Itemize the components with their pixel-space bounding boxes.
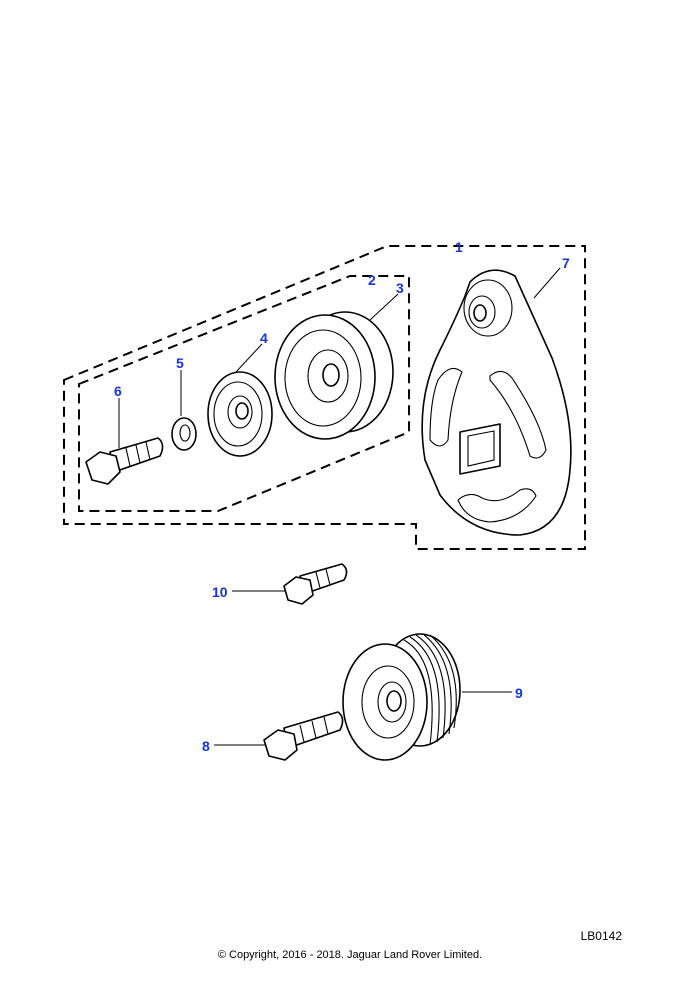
callout-2: 2	[368, 272, 376, 288]
leader-3	[369, 293, 399, 321]
callout-6: 6	[114, 383, 122, 399]
callout-7: 7	[562, 255, 570, 271]
diagram-reference-code: LB0142	[580, 929, 622, 943]
bolt-6-part[interactable]	[85, 437, 164, 485]
bolt-8-part[interactable]	[263, 711, 344, 761]
callout-9: 9	[515, 685, 523, 701]
callout-4: 4	[260, 330, 268, 346]
callout-10: 10	[212, 584, 228, 600]
pulley-large-part[interactable]	[274, 311, 394, 440]
pulley-cover-part[interactable]	[207, 371, 273, 457]
copyright-notice: © Copyright, 2016 - 2018. Jaguar Land Ro…	[217, 949, 483, 961]
callout-8: 8	[202, 738, 210, 754]
callout-1: 1	[455, 239, 463, 255]
leader-4	[235, 343, 263, 373]
idler-pulley-ribbed-part[interactable]	[342, 633, 461, 761]
leader-7	[533, 267, 561, 299]
bolt-10-part[interactable]	[283, 563, 348, 605]
callout-3: 3	[396, 280, 404, 296]
tensioner-bracket-part[interactable]	[421, 269, 572, 536]
washer-part[interactable]	[171, 417, 197, 451]
assembly-boundary-2	[78, 275, 410, 512]
assembly-boundary-1	[63, 245, 586, 550]
callout-5: 5	[176, 355, 184, 371]
